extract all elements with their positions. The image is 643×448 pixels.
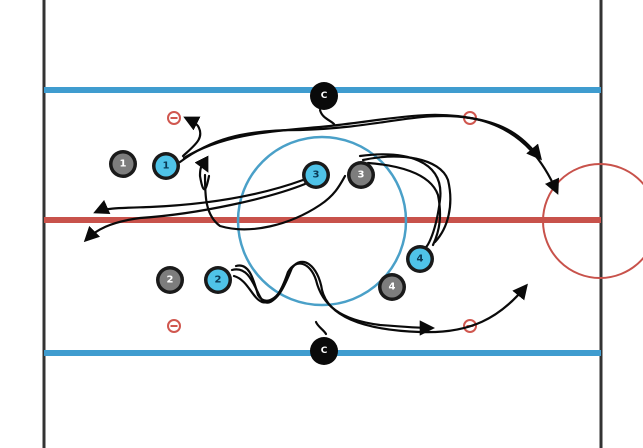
faceoff-dot: [167, 319, 181, 333]
skating-path: [182, 113, 560, 195]
skating-path: [234, 264, 286, 302]
player-blue-3: 3: [302, 161, 330, 189]
center-circle: [236, 135, 408, 307]
skating-path: [314, 320, 328, 336]
player-number: 2: [215, 275, 222, 286]
player-number: 1: [163, 161, 170, 172]
player-gray-3: 3: [347, 161, 375, 189]
skating-path: [194, 155, 211, 191]
player-number: 4: [389, 282, 396, 293]
player-number: 3: [358, 170, 365, 181]
coach-label: C: [321, 346, 328, 356]
skating-path: [203, 173, 347, 231]
coach-marker: C: [310, 82, 338, 110]
player-number: 4: [417, 254, 424, 265]
coach-label: C: [321, 91, 328, 101]
player-gray-1: 1: [109, 150, 137, 178]
skating-path: [181, 116, 202, 158]
right-faceoff-circle: [542, 163, 643, 279]
skating-path: [318, 108, 336, 126]
skating-path: [232, 260, 528, 334]
player-blue-1: 1: [152, 152, 180, 180]
player-number: 1: [120, 159, 127, 170]
player-gray-2: 2: [156, 266, 184, 294]
skating-path: [83, 182, 307, 243]
center-red-line: [44, 217, 601, 223]
skating-path: [93, 178, 305, 215]
skating-path: [366, 161, 442, 247]
player-number: 2: [167, 275, 174, 286]
skating-path: [358, 153, 442, 250]
player-blue-4: 4: [406, 245, 434, 273]
player-gray-4: 4: [378, 273, 406, 301]
player-blue-2: 2: [204, 266, 232, 294]
player-number: 3: [313, 170, 320, 181]
coach-marker: C: [310, 337, 338, 365]
skating-path: [178, 114, 542, 164]
faceoff-dot: [167, 111, 181, 125]
skating-path: [361, 155, 452, 244]
